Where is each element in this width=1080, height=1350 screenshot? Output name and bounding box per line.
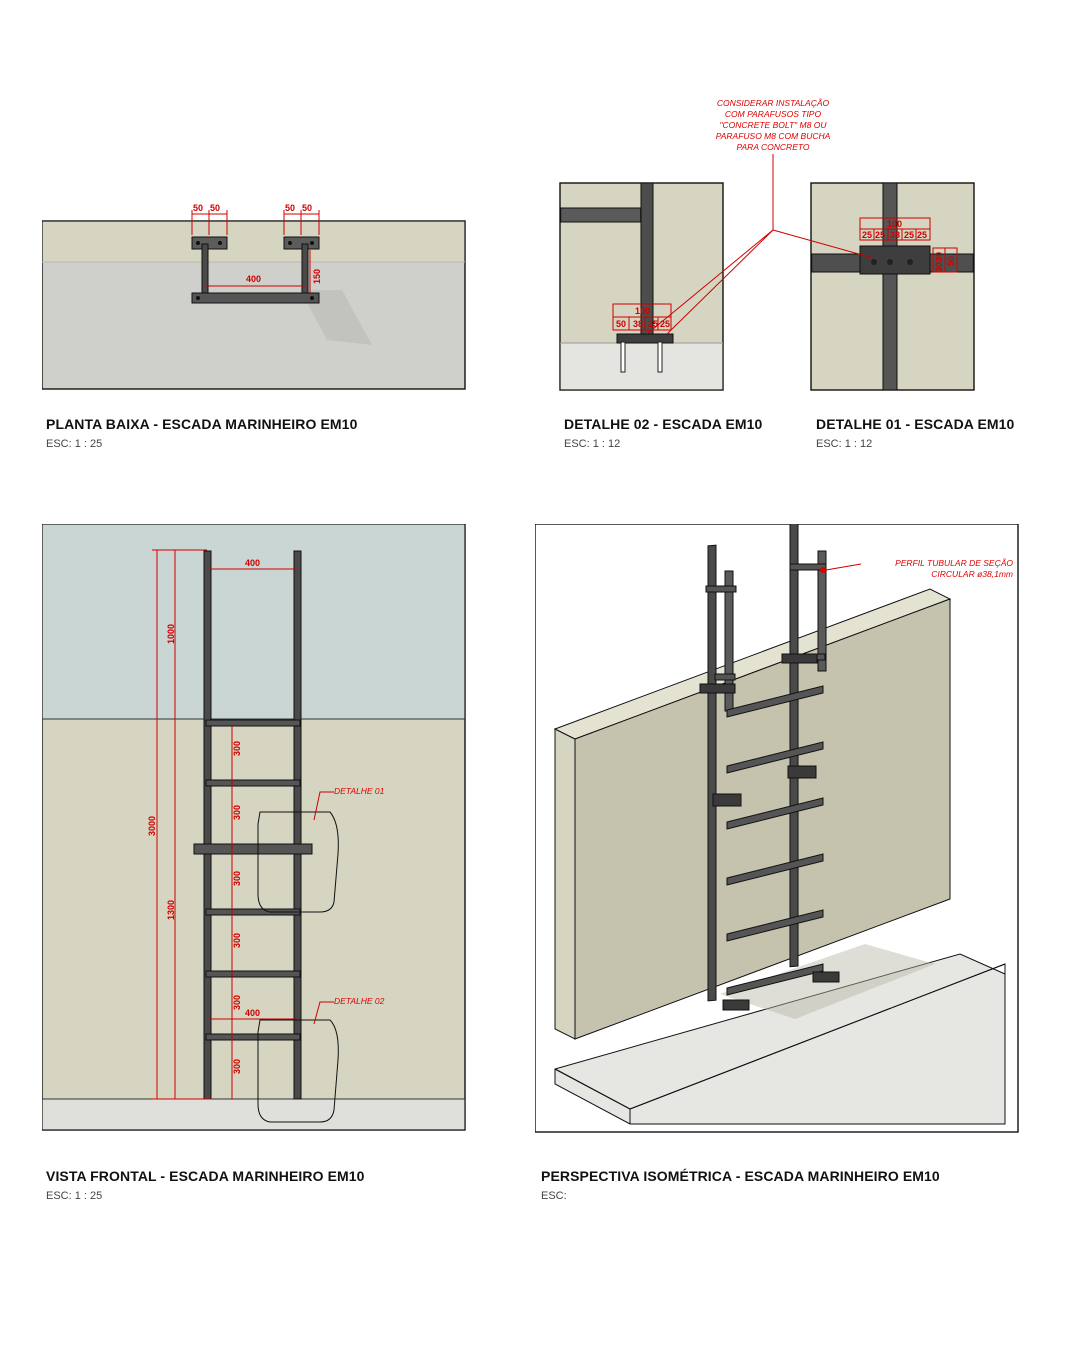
dim-d01-b: 25 [875, 230, 885, 240]
detail01-drawing: 100 25 25 38 25 25 30 30 50 [810, 182, 975, 391]
dim-front-total: 3000 [147, 816, 157, 836]
dim-plan-left-a: 50 [193, 203, 203, 213]
details-area: CONSIDERAR INSTALAÇÃO COM PARAFUSOS TIPO… [555, 96, 985, 396]
dim-d02-total: 100 [635, 306, 650, 316]
dim-plan-left-b: 50 [210, 203, 220, 213]
note-install-2: COM PARAFUSOS TIPO [725, 109, 822, 119]
dim-plan-right-b: 50 [302, 203, 312, 213]
plan-title: PLANTA BAIXA - ESCADA MARINHEIRO EM10 [46, 416, 358, 432]
dim-front-step-4: 300 [232, 933, 242, 948]
dim-front-step-2: 300 [232, 805, 242, 820]
front-scale: ESC: 1 : 25 [46, 1190, 103, 1202]
dim-d01-e: 25 [917, 230, 927, 240]
detail02-caption: DETALHE 02 - ESCADA EM10 ESC: 1 : 12 [564, 416, 762, 450]
front-title: VISTA FRONTAL - ESCADA MARINHEIRO EM10 [46, 1168, 365, 1184]
dim-plan-width: 400 [246, 274, 261, 284]
detail01-caption: DETALHE 01 - ESCADA EM10 ESC: 1 : 12 [816, 416, 1014, 450]
dim-front-step-1: 300 [232, 741, 242, 756]
note-install-1: CONSIDERAR INSTALAÇÃO [717, 98, 830, 108]
iso-title: PERSPECTIVA ISOMÉTRICA - ESCADA MARINHEI… [541, 1168, 940, 1184]
note-detalhe-02: DETALHE 02 [334, 996, 385, 1006]
note-install-4: PARAFUSO M8 COM BUCHA [716, 131, 831, 141]
dim-front-low-width: 400 [245, 1008, 260, 1018]
detail02-title: DETALHE 02 - ESCADA EM10 [564, 416, 763, 432]
detail02-scale: ESC: 1 : 12 [564, 438, 621, 450]
dim-front-upper: 1000 [166, 624, 176, 644]
note-profile-2: CIRCULAR ø38,1mm [931, 569, 1013, 579]
dim-front-width: 400 [245, 558, 260, 568]
ladder-front [193, 550, 313, 1100]
dim-d02-d: 25 [660, 319, 670, 329]
detail02-drawing: 100 50 38 25 25 [559, 182, 724, 391]
note-install-3: "CONCRETE BOLT" M8 OU [720, 120, 828, 130]
dim-front-step-6: 300 [232, 1059, 242, 1074]
plan-scale: ESC: 1 : 25 [46, 438, 103, 450]
dim-d01-d: 25 [904, 230, 914, 240]
dim-d01-h2: 30 [934, 262, 944, 272]
front-caption: VISTA FRONTAL - ESCADA MARINHEIRO EM10 E… [46, 1168, 365, 1202]
ladder-iso [699, 524, 840, 1011]
note-install-5: PARA CONCRETO [736, 142, 809, 152]
detail01-title: DETALHE 01 - ESCADA EM10 [816, 416, 1015, 432]
plan-caption: PLANTA BAIXA - ESCADA MARINHEIRO EM10 ES… [46, 416, 357, 450]
plan-view: 400 150 50 50 50 50 [42, 190, 472, 395]
dim-front-step-5: 300 [232, 995, 242, 1010]
dim-d02-a: 50 [616, 319, 626, 329]
note-profile-1: PERFIL TUBULAR DE SEÇÃO [895, 558, 1013, 568]
detail01-scale: ESC: 1 : 12 [816, 438, 873, 450]
dim-front-step-3: 300 [232, 871, 242, 886]
dim-plan-right-a: 50 [285, 203, 295, 213]
dim-front-lower: 1300 [166, 900, 176, 920]
dim-d02-c: 25 [648, 319, 658, 329]
dim-d01-a: 25 [862, 230, 872, 240]
note-detalhe-01: DETALHE 01 [334, 786, 385, 796]
iso-view: PERFIL TUBULAR DE SEÇÃO CIRCULAR ø38,1mm [535, 524, 1020, 1134]
dim-d02-b: 38 [633, 319, 643, 329]
dim-plan-depth: 150 [312, 269, 322, 284]
iso-caption: PERSPECTIVA ISOMÉTRICA - ESCADA MARINHEI… [541, 1168, 940, 1202]
dim-d01-c: 38 [890, 230, 900, 240]
iso-scale: ESC: [541, 1190, 567, 1202]
dim-d01-total: 100 [887, 219, 902, 229]
dim-d01-h3: 50 [946, 256, 956, 266]
dim-d01-h1: 30 [934, 252, 944, 262]
front-view: DETALHE 01 DETALHE 02 400 400 1000 3000 … [42, 524, 472, 1134]
ladder-plan-shape [191, 236, 320, 304]
